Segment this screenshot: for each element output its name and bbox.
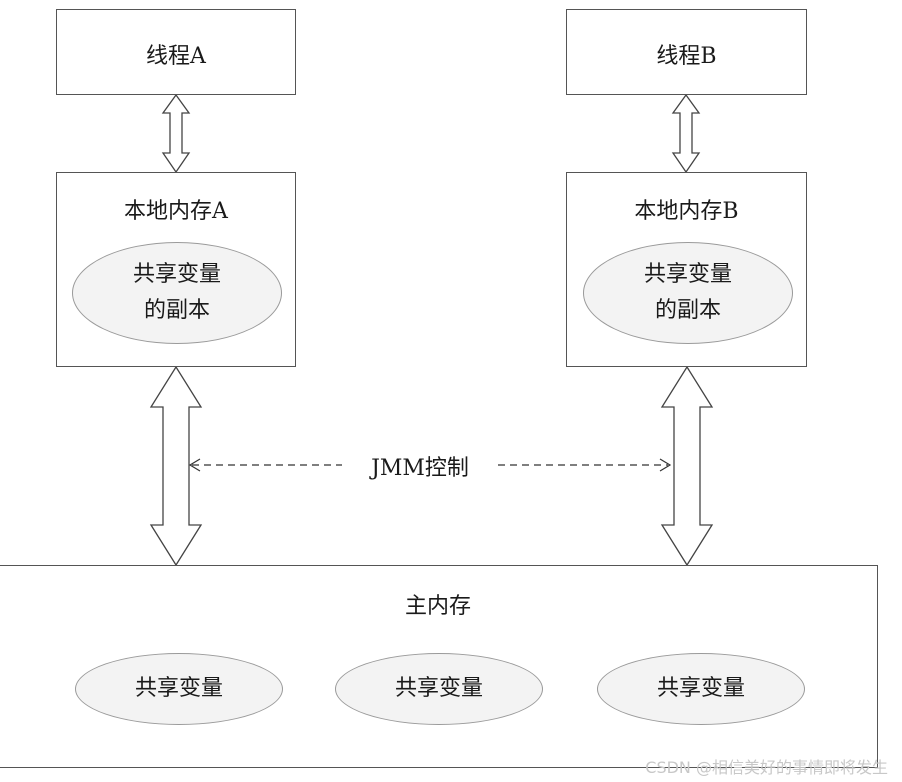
local-memory-a-copy-line2: 的副本 xyxy=(143,298,210,323)
local-a-main-double-arrow xyxy=(149,365,203,567)
main-memory-variable-1-label: 共享变量 xyxy=(134,676,223,701)
thread-b-double-arrow xyxy=(671,93,701,174)
main-memory-variable-2-label: 共享变量 xyxy=(394,676,483,701)
main-memory-title: 主内存 xyxy=(404,594,471,619)
local-memory-b-copy-line2: 的副本 xyxy=(654,298,721,323)
jmm-dashed-arrow-left xyxy=(188,458,342,472)
thread-b-label: 线程B xyxy=(656,44,717,69)
local-memory-a-copy-line1: 共享变量 xyxy=(132,262,221,287)
main-memory-variable-1: 共享变量 xyxy=(75,653,283,725)
jmm-dashed-arrow-right xyxy=(498,458,672,472)
main-memory-variable-3: 共享变量 xyxy=(597,653,805,725)
main-memory-box: 主内存 共享变量 共享变量 共享变量 xyxy=(0,565,878,768)
local-memory-a-box: 本地内存A 共享变量 的副本 xyxy=(56,172,296,367)
main-memory-variable-2: 共享变量 xyxy=(335,653,543,725)
thread-a-box: 线程A xyxy=(56,9,296,95)
thread-b-box: 线程B xyxy=(566,9,807,95)
local-memory-b-copy-ellipse: 共享变量 的副本 xyxy=(583,242,793,344)
local-memory-b-box: 本地内存B 共享变量 的副本 xyxy=(566,172,807,367)
jmm-control-label: JMM控制 xyxy=(371,456,469,481)
local-memory-b-copy-line1: 共享变量 xyxy=(643,262,732,287)
local-memory-b-title: 本地内存B xyxy=(634,199,739,224)
watermark: CSDN @相信美好的事情即将发生 xyxy=(645,758,888,777)
thread-a-label: 线程A xyxy=(146,44,206,69)
local-memory-a-copy-ellipse: 共享变量 的副本 xyxy=(72,242,282,344)
local-b-main-double-arrow xyxy=(660,365,714,567)
thread-a-double-arrow xyxy=(161,93,191,174)
local-memory-a-title: 本地内存A xyxy=(124,199,228,224)
main-memory-variable-3-label: 共享变量 xyxy=(656,676,745,701)
